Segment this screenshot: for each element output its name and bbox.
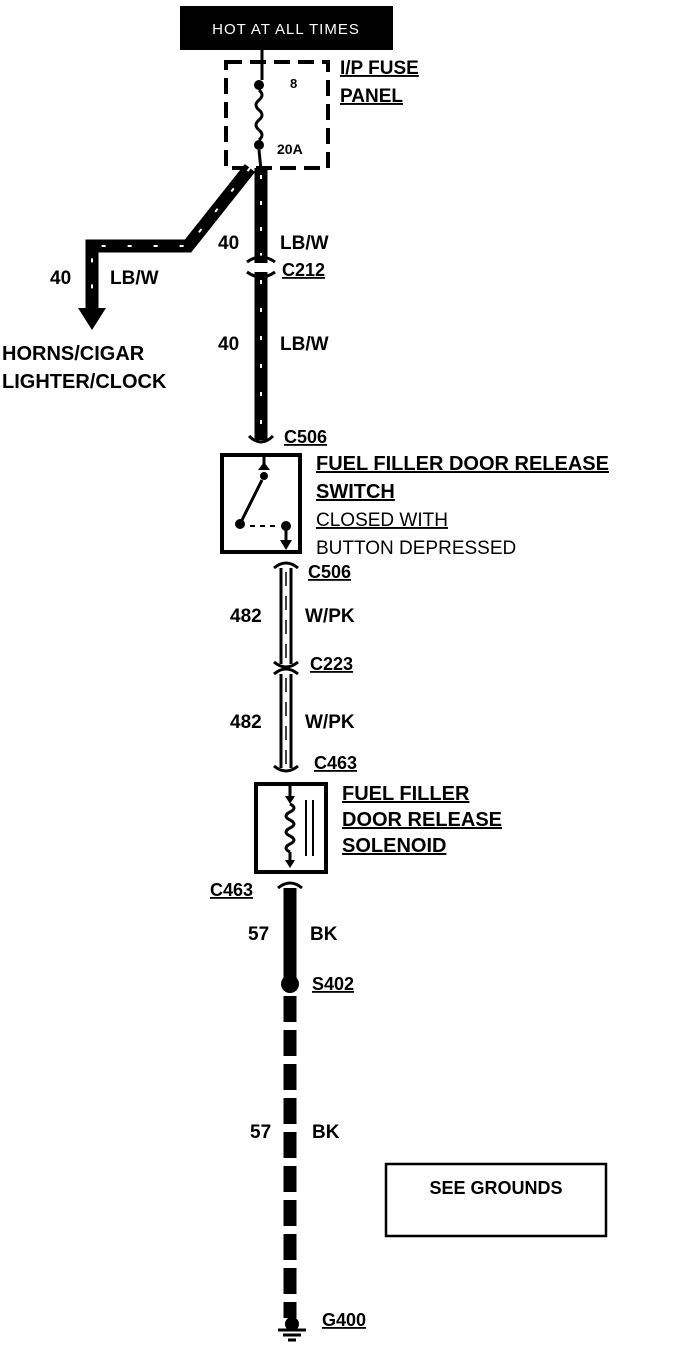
feed-seg2-wire-color: LB/W bbox=[280, 334, 329, 355]
solenoid-name-3: SOLENOID bbox=[342, 835, 446, 857]
ground-g400: G400 bbox=[322, 1310, 366, 1330]
connector-c506-in: C506 bbox=[284, 427, 327, 447]
splice-s402-icon bbox=[281, 975, 299, 993]
branch-arrow-icon bbox=[78, 308, 106, 330]
switch-name-1: FUEL FILLER DOOR RELEASE bbox=[316, 453, 609, 475]
power-header-label: HOT AT ALL TIMES bbox=[212, 21, 360, 38]
c463-input-connector-icon bbox=[273, 764, 299, 773]
switch-output-wire bbox=[273, 561, 299, 773]
feed-seg2-circuit: 40 bbox=[218, 334, 239, 355]
c506-output-connector-icon bbox=[273, 561, 299, 570]
feed-seg1-wire-color: LB/W bbox=[280, 233, 329, 254]
branch-circuit: 40 bbox=[50, 268, 71, 289]
see-grounds-box: SEE GROUNDS bbox=[384, 1162, 608, 1238]
branch-destination-2: LIGHTER/CLOCK bbox=[2, 371, 167, 393]
ground-seg2-wire-color: BK bbox=[312, 1122, 340, 1143]
fuse-panel-title-2: PANEL bbox=[340, 86, 403, 107]
connector-c463-in: C463 bbox=[314, 753, 357, 773]
solenoid-coil-icon bbox=[284, 802, 296, 854]
fuse-panel-title-1: I/P FUSE bbox=[340, 58, 419, 79]
feed-seg1-circuit: 40 bbox=[218, 233, 239, 254]
c223-connector-icon bbox=[273, 660, 299, 676]
switch-note-2: BUTTON DEPRESSED bbox=[316, 538, 516, 559]
fuse-rating: 20A bbox=[277, 141, 303, 157]
connector-c506-out: C506 bbox=[308, 562, 351, 582]
power-header: HOT AT ALL TIMES bbox=[180, 6, 393, 50]
solenoid-name-1: FUEL FILLER bbox=[342, 783, 470, 805]
see-grounds-text: SEE GROUNDS bbox=[429, 1178, 562, 1198]
ground-seg2-circuit: 57 bbox=[250, 1122, 271, 1143]
fuse-panel bbox=[224, 50, 330, 171]
fuel-door-solenoid bbox=[254, 782, 328, 874]
output-seg2-circuit: 482 bbox=[230, 712, 262, 733]
output-seg1-circuit: 482 bbox=[230, 606, 262, 627]
splice-s402: S402 bbox=[312, 974, 354, 994]
connector-c463-out: C463 bbox=[210, 880, 253, 900]
c463-output-connector-icon bbox=[277, 881, 303, 890]
solenoid-name-2: DOOR RELEASE bbox=[342, 809, 502, 831]
switch-name-2: SWITCH bbox=[316, 481, 395, 503]
c506-input-connector-icon bbox=[247, 434, 275, 444]
output-seg2-wire-color: W/PK bbox=[305, 712, 355, 733]
branch-wire-color: LB/W bbox=[110, 268, 159, 289]
branch-destination-1: HORNS/CIGAR bbox=[2, 343, 145, 365]
switch-note-1: CLOSED WITH bbox=[316, 510, 448, 531]
main-feed-wire bbox=[246, 168, 276, 444]
branch-wire bbox=[78, 163, 256, 330]
ground-wire bbox=[277, 881, 306, 1342]
ground-seg1-circuit: 57 bbox=[248, 924, 269, 945]
ground-g400-icon bbox=[278, 1328, 306, 1342]
connector-c223: C223 bbox=[310, 654, 353, 674]
connector-c212: C212 bbox=[282, 260, 325, 280]
output-seg1-wire-color: W/PK bbox=[305, 606, 355, 627]
fuel-door-switch bbox=[220, 453, 302, 554]
fuse-number: 8 bbox=[290, 76, 297, 91]
ground-seg1-wire-color: BK bbox=[310, 924, 338, 945]
